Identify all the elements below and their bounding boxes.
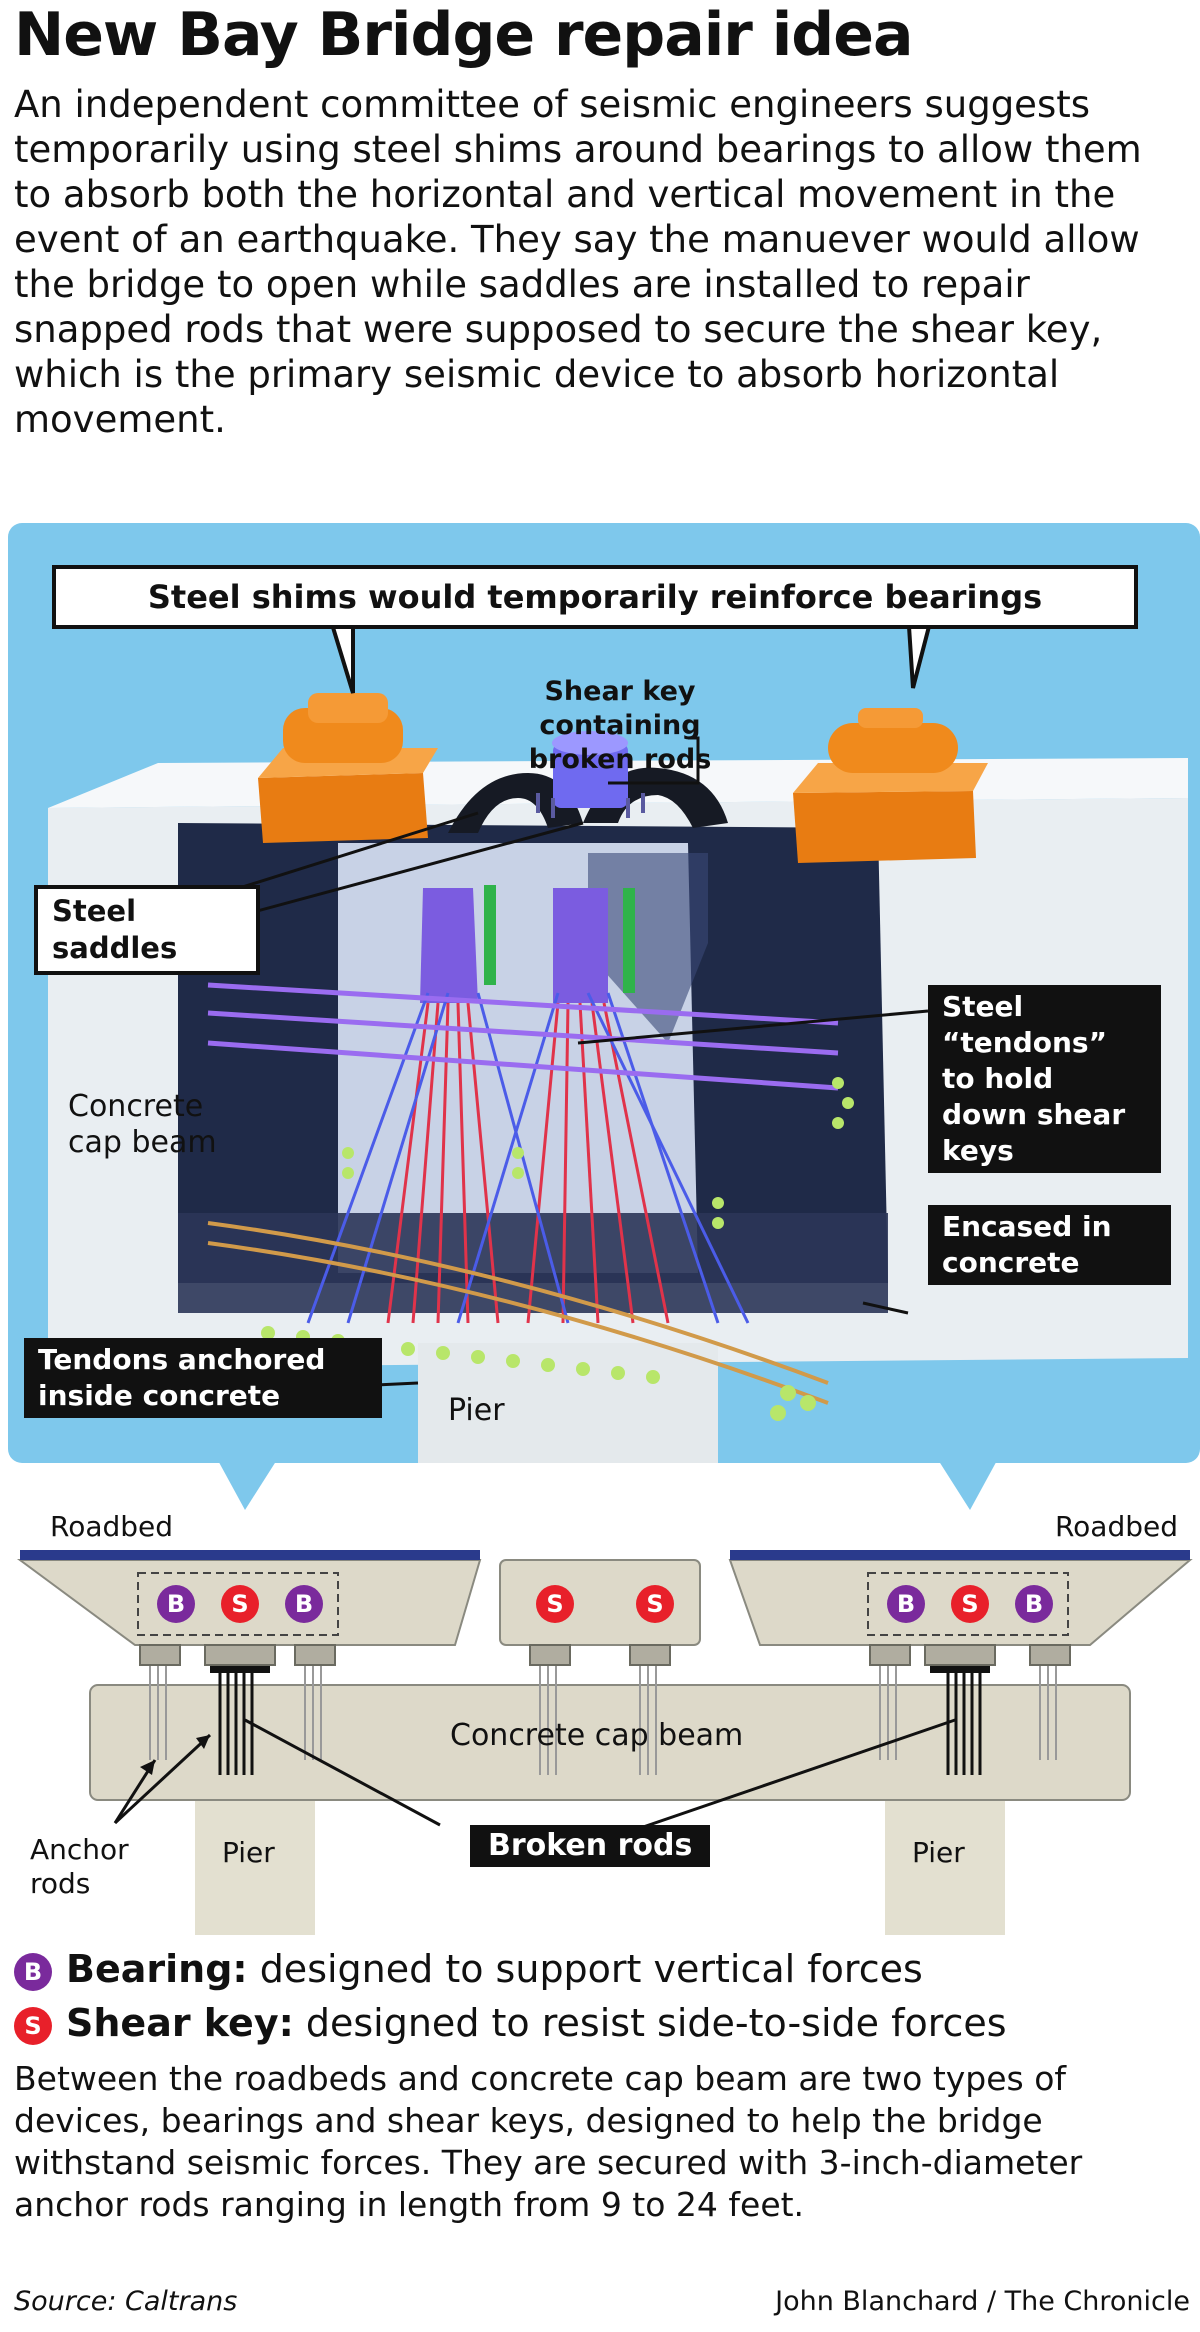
bottom-tendons [207, 1221, 829, 1405]
detail-illustration-panel: Steel shims would temporarily reinforce … [8, 523, 1200, 1463]
cap-beam-shape [89, 1684, 1131, 1801]
pier-detail-label: Pier [448, 1393, 505, 1428]
section-pier-left-label: Pier [222, 1836, 275, 1869]
author-credit: John Blanchard / The Chronicle [775, 2286, 1190, 2317]
bearing-right [793, 708, 988, 863]
section-cap-beam-label: Concrete cap beam [450, 1718, 744, 1753]
section-bearing-badge: B [285, 1585, 323, 1623]
section-bearing-badge: B [1015, 1585, 1053, 1623]
steel-saddles-label: Steel saddles [34, 885, 260, 975]
cross-section-svg [16, 1550, 1193, 1935]
encased-in-concrete-label: Encased in concrete [928, 1205, 1171, 1285]
bearing-desc: designed to support vertical forces [247, 1947, 923, 1991]
panel-pointers [215, 1455, 1000, 1510]
bearing-term: Bearing: [66, 1947, 248, 1991]
middle-girder-shape [499, 1559, 701, 1646]
shear-key-block-right [553, 888, 608, 1003]
shear-badge-icon: S [14, 2006, 52, 2045]
section-shear-badge: S [636, 1585, 674, 1623]
shear-term: Shear key: [66, 2001, 294, 2045]
horizontal-tendons [207, 982, 839, 1091]
bearing-pads [139, 1644, 1071, 1666]
broken-rods-label: Broken rods [470, 1825, 711, 1867]
concrete-cap-beam-label: Concrete cap beam [68, 1089, 217, 1160]
shear-key-studs [536, 793, 645, 818]
source-credit: Source: Caltrans [14, 2286, 238, 2317]
bearing-badge-icon: B [14, 1952, 52, 1991]
legend-shear-key: S Shear key: designed to resist side-to-s… [14, 2000, 1007, 2046]
headline: New Bay Bridge repair idea [14, 0, 913, 70]
saddle-left [448, 773, 583, 833]
intro-paragraph: An independent committee of seismic engi… [14, 83, 1142, 441]
section-pier-right-label: Pier [912, 1836, 965, 1869]
shear-key-block-left [420, 888, 478, 1003]
callout-pointers [325, 609, 936, 694]
section-bearing-badge: B [887, 1585, 925, 1623]
footer-paragraph: Between the roadbeds and concrete cap be… [14, 2059, 1083, 2224]
section-shear-badge: S [221, 1585, 259, 1623]
anchor-rods-label: Anchor rods [30, 1833, 129, 1900]
steel-tendons-label: Steel “tendons” to hold down shear keys [928, 985, 1161, 1173]
shear-key-top [553, 743, 628, 808]
shear-key-label: Shear key containing broken rods [528, 676, 712, 775]
cross-section-diagram: B S B S S B S B Roadbed Roadbed Concrete… [0, 1505, 1200, 1935]
shear-desc: designed to resist side-to-side forces [293, 2001, 1007, 2045]
roadbed-right-label: Roadbed [1054, 1510, 1178, 1543]
legend-bearing: B Bearing: designed to support vertical f… [14, 1946, 923, 1992]
section-bearing-badge: B [157, 1585, 195, 1623]
section-shear-badge: S [536, 1585, 574, 1623]
bridge-cutaway-illustration [48, 609, 1188, 1463]
roadbed-left-label: Roadbed [50, 1510, 174, 1543]
bearing-left [258, 693, 438, 843]
steel-shims-callout: Steel shims would temporarily reinforce … [52, 565, 1138, 629]
blue-tendons [306, 992, 750, 1324]
tendons-anchored-label: Tendons anchored inside concrete [24, 1338, 382, 1418]
section-shear-badge: S [951, 1585, 989, 1623]
pier-body [418, 1343, 718, 1463]
